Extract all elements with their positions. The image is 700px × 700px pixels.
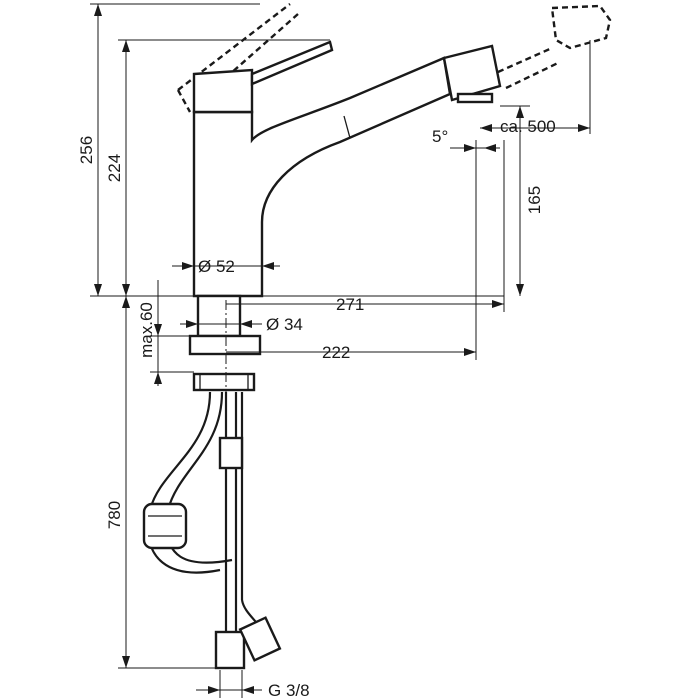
hose-fitting bbox=[218, 436, 244, 470]
dim-222: 222 bbox=[322, 343, 350, 362]
dim-256: 256 bbox=[77, 136, 96, 164]
faucet-body bbox=[192, 56, 452, 298]
dim-shank-diameter: Ø 34 bbox=[266, 315, 303, 334]
dim-pull-out: ca. 500 bbox=[500, 117, 556, 136]
lever-handle bbox=[250, 40, 334, 86]
shank bbox=[196, 294, 242, 338]
dim-tilt: 5° bbox=[432, 127, 448, 146]
hose-weight bbox=[142, 502, 188, 550]
dim-connection: G 3/8 bbox=[268, 681, 310, 700]
spout-joint bbox=[343, 115, 351, 139]
connector-right bbox=[238, 616, 282, 662]
mounting-nut bbox=[192, 372, 256, 392]
lever bbox=[192, 68, 254, 114]
mounting-plate bbox=[188, 334, 262, 356]
dim-165: 165 bbox=[525, 186, 544, 214]
spout-head bbox=[442, 44, 502, 102]
extended-spout-outline bbox=[497, 4, 612, 90]
dim-271: 271 bbox=[336, 295, 364, 314]
dimension-lines bbox=[90, 3, 591, 698]
connector-left bbox=[214, 630, 246, 670]
supply-hoses bbox=[142, 391, 282, 670]
dim-max60: max.60 bbox=[137, 302, 156, 358]
dim-224: 224 bbox=[105, 154, 124, 182]
spout-aerator bbox=[456, 92, 494, 104]
faucet bbox=[176, 3, 612, 392]
dimension-labels: 256 224 165 max.60 780 ca. 500 5° Ø 52 Ø… bbox=[77, 117, 556, 700]
dim-780: 780 bbox=[105, 501, 124, 529]
dim-body-diameter: Ø 52 bbox=[198, 257, 235, 276]
